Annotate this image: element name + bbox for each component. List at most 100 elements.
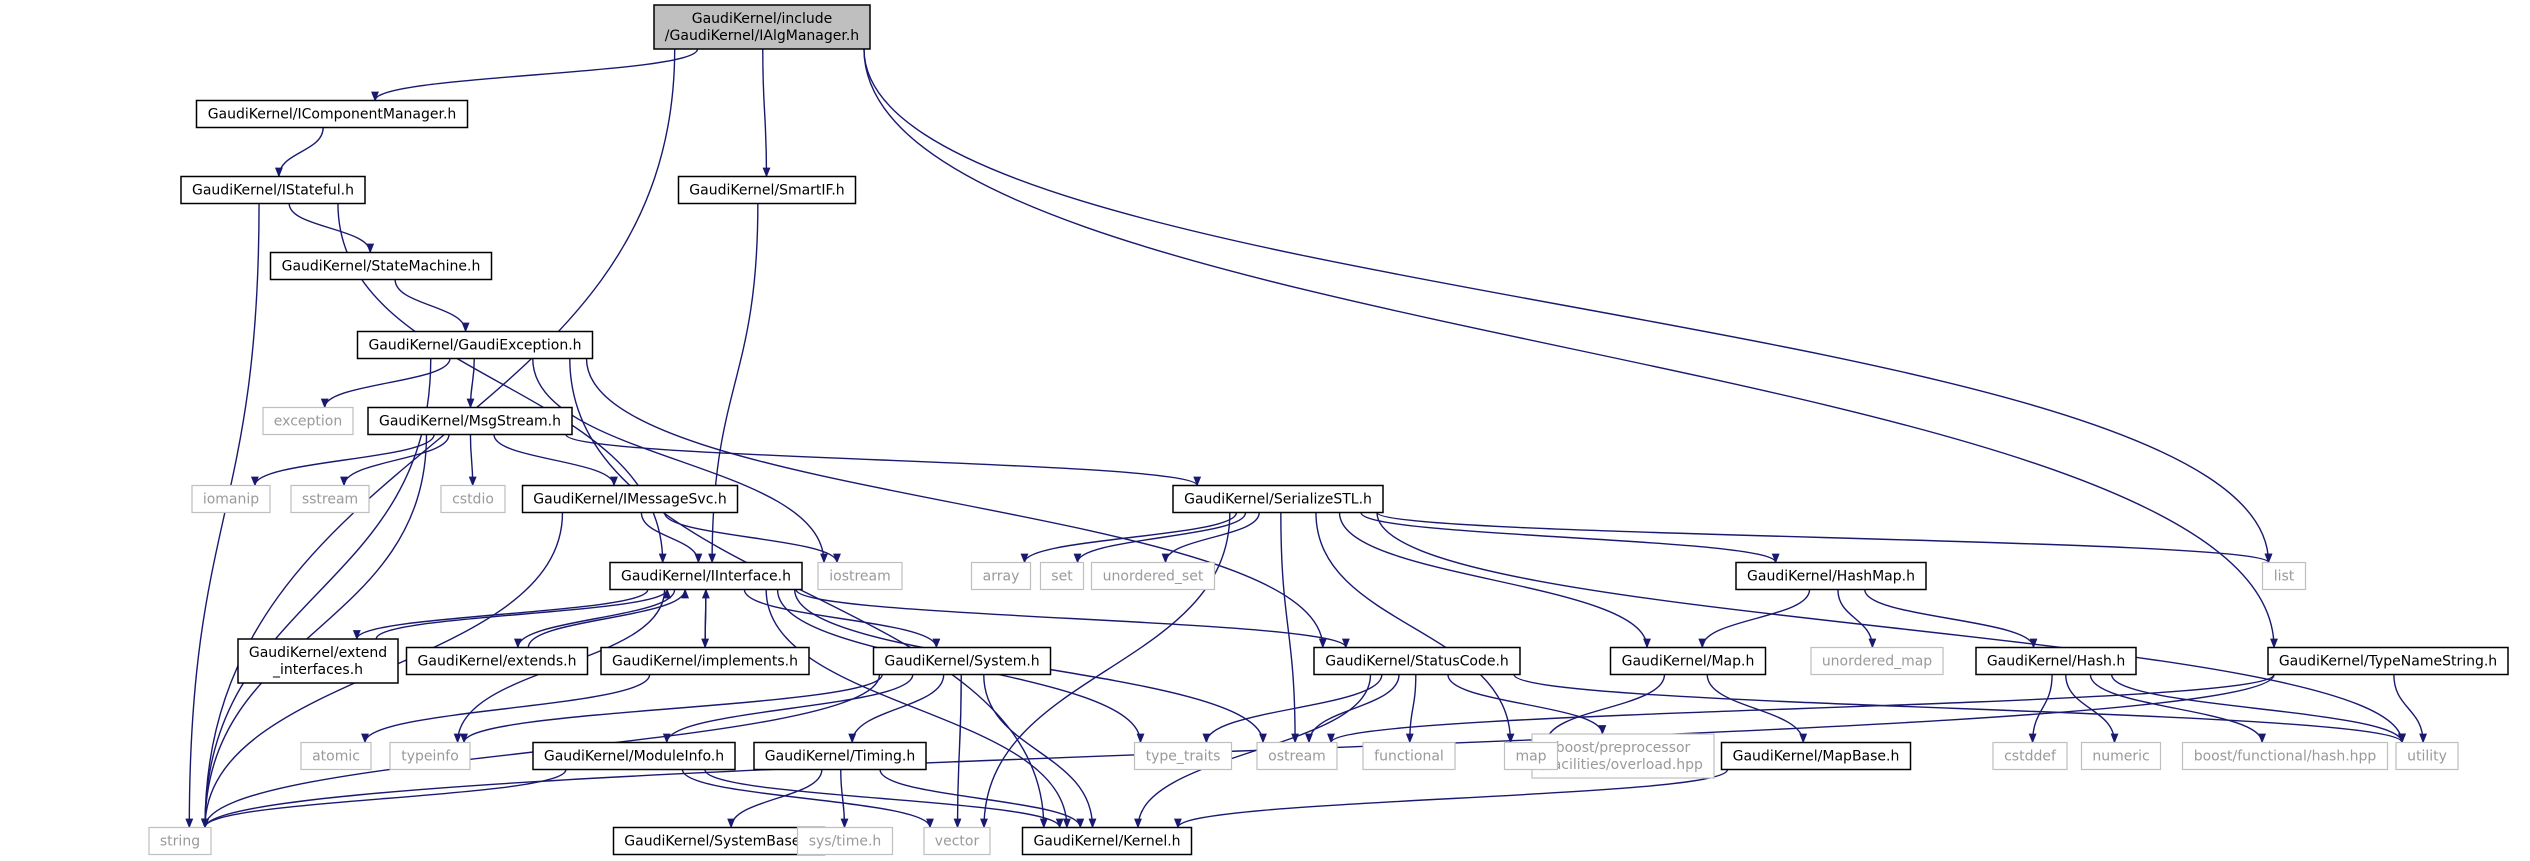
edge-system-h-to-moduleinfo: [662, 674, 914, 744]
node-box: [521, 484, 739, 514]
node-label: GaudiKernel/Timing.h: [765, 749, 915, 765]
node-cstdio: cstdio: [440, 484, 506, 514]
node-box: [1313, 646, 1521, 676]
edge-timing-to-kernel: [879, 769, 1085, 829]
node-numeric: numeric: [2080, 741, 2162, 771]
edge-map-h-to-map: [1542, 674, 1666, 744]
node-label: iomanip: [203, 492, 259, 508]
node-label: utility: [2407, 749, 2447, 765]
node-box: [1039, 561, 1085, 591]
edge-imessagesvc-to-iinterface: [640, 512, 703, 564]
node-label: set: [1051, 569, 1073, 585]
node-msgstream[interactable]: GaudiKernel/MsgStream.h: [367, 406, 573, 436]
node-istateful[interactable]: GaudiKernel/IStateful.h: [180, 175, 366, 205]
node-box: [290, 484, 370, 514]
node-box: [2080, 741, 2162, 771]
node-label: exception: [274, 414, 342, 430]
node-iinterface[interactable]: GaudiKernel/IInterface.h: [609, 561, 803, 591]
node-label: vector: [935, 834, 980, 850]
node-box: [191, 484, 271, 514]
node-box: [653, 4, 871, 50]
edge-iinterface-to-statuscode: [795, 588, 1350, 649]
edge-timing-to-systembase: [727, 769, 823, 829]
node-hash-h[interactable]: GaudiKernel/Hash.h: [1975, 646, 2137, 676]
node-label: sstream: [302, 492, 358, 508]
node-iomanip: iomanip: [191, 484, 271, 514]
node-statemachine[interactable]: GaudiKernel/StateMachine.h: [269, 251, 493, 281]
edge-serializestl-to-list: [1376, 511, 2273, 564]
node-extend-interfaces[interactable]: GaudiKernel/extend_interfaces.h: [237, 638, 399, 684]
edge-gaudiexception-to-string: [201, 358, 432, 829]
edge-gaudiexception-to-msgstream: [466, 358, 475, 409]
edge-iinterface-to-extends: [514, 589, 676, 649]
node-label: cstdio: [452, 492, 494, 508]
node-map-h[interactable]: GaudiKernel/Map.h: [1609, 646, 1767, 676]
edge-msgstream-to-iomanip: [251, 434, 435, 487]
node-label: /facilities/overload.hpp: [1543, 757, 1703, 773]
node-label: GaudiKernel/System.h: [884, 654, 1039, 670]
node-label: GaudiKernel/IInterface.h: [621, 569, 791, 585]
node-serializestl[interactable]: GaudiKernel/SerializeSTL.h: [1172, 484, 1384, 514]
node-box: [1992, 741, 2068, 771]
node-hashmap[interactable]: GaudiKernel/HashMap.h: [1735, 561, 1927, 591]
node-box: [1090, 561, 1216, 591]
edge-msgstream-to-string: [201, 434, 428, 829]
node-label: GaudiKernel/Hash.h: [1987, 654, 2125, 670]
node-label: GaudiKernel/GaudiException.h: [368, 338, 581, 354]
node-box: [1531, 733, 1715, 779]
node-extends[interactable]: GaudiKernel/extends.h: [405, 646, 589, 676]
edge-root-to-list: [863, 48, 2273, 564]
edge-timing-to-systime: [840, 769, 849, 829]
dependency-edges: [185, 48, 2428, 829]
node-box: [1735, 561, 1927, 591]
node-label: sys/time.h: [809, 834, 882, 850]
node-icompmgr[interactable]: GaudiKernel/IComponentManager.h: [195, 99, 469, 129]
node-iostream: iostream: [817, 561, 903, 591]
node-imessagesvc[interactable]: GaudiKernel/IMessageSvc.h: [521, 484, 739, 514]
edge-istateful-to-string: [185, 203, 260, 829]
node-moduleinfo[interactable]: GaudiKernel/ModuleInfo.h: [532, 741, 736, 771]
node-box: [817, 561, 903, 591]
node-label: GaudiKernel/SerializeSTL.h: [1184, 492, 1372, 508]
node-gaudiexception[interactable]: GaudiKernel/GaudiException.h: [356, 330, 594, 360]
node-statuscode[interactable]: GaudiKernel/StatusCode.h: [1313, 646, 1521, 676]
node-root[interactable]: GaudiKernel/include/GaudiKernel/IAlgMana…: [653, 4, 871, 50]
node-system-h[interactable]: GaudiKernel/System.h: [872, 646, 1052, 676]
edge-statuscode-to-functional: [1405, 674, 1417, 744]
node-systembase[interactable]: GaudiKernel/SystemBase.h: [612, 826, 826, 856]
edge-map-h-to-mapbase: [1706, 674, 1808, 744]
node-label: GaudiKernel/extends.h: [418, 654, 577, 670]
edge-serializestl-to-hashmap: [1360, 511, 1780, 564]
node-box: [970, 561, 1032, 591]
edge-hashmap-to-map-h: [1698, 589, 1811, 649]
node-box: [269, 251, 493, 281]
edge-iinterface-to-extend-interfaces: [352, 589, 649, 640]
node-type-traits: type_traits: [1133, 741, 1233, 771]
edge-root-to-smartif: [762, 48, 771, 178]
edge-extend-interfaces-to-iinterface: [375, 588, 672, 640]
node-box: [677, 175, 857, 205]
node-kernel[interactable]: GaudiKernel/Kernel.h: [1021, 826, 1193, 856]
node-box: [1362, 741, 1456, 771]
node-label: GaudiKernel/Kernel.h: [1033, 834, 1180, 850]
node-list: list: [2261, 561, 2307, 591]
edge-msgstream-to-sstream: [340, 434, 450, 487]
node-label: boost/functional/hash.hpp: [2194, 749, 2377, 765]
node-label: GaudiKernel/implements.h: [612, 654, 798, 670]
edge-icompmgr-to-istateful: [274, 127, 324, 178]
node-typenamestring[interactable]: GaudiKernel/TypeNameString.h: [2267, 646, 2509, 676]
node-label: array: [983, 569, 1020, 585]
node-boosthash: boost/functional/hash.hpp: [2181, 741, 2389, 771]
node-vector: vector: [923, 826, 991, 856]
node-label: atomic: [312, 749, 360, 765]
node-label: unordered_set: [1103, 569, 1204, 585]
node-label: GaudiKernel/MapBase.h: [1733, 749, 1900, 765]
node-timing[interactable]: GaudiKernel/Timing.h: [753, 741, 927, 771]
edge-typenamestring-to-string: [201, 674, 2275, 829]
node-implements[interactable]: GaudiKernel/implements.h: [600, 646, 810, 676]
node-mapbase[interactable]: GaudiKernel/MapBase.h: [1720, 741, 1912, 771]
node-label: _interfaces.h: [272, 662, 363, 678]
node-smartif[interactable]: GaudiKernel/SmartIF.h: [677, 175, 857, 205]
node-label: list: [2274, 569, 2295, 585]
